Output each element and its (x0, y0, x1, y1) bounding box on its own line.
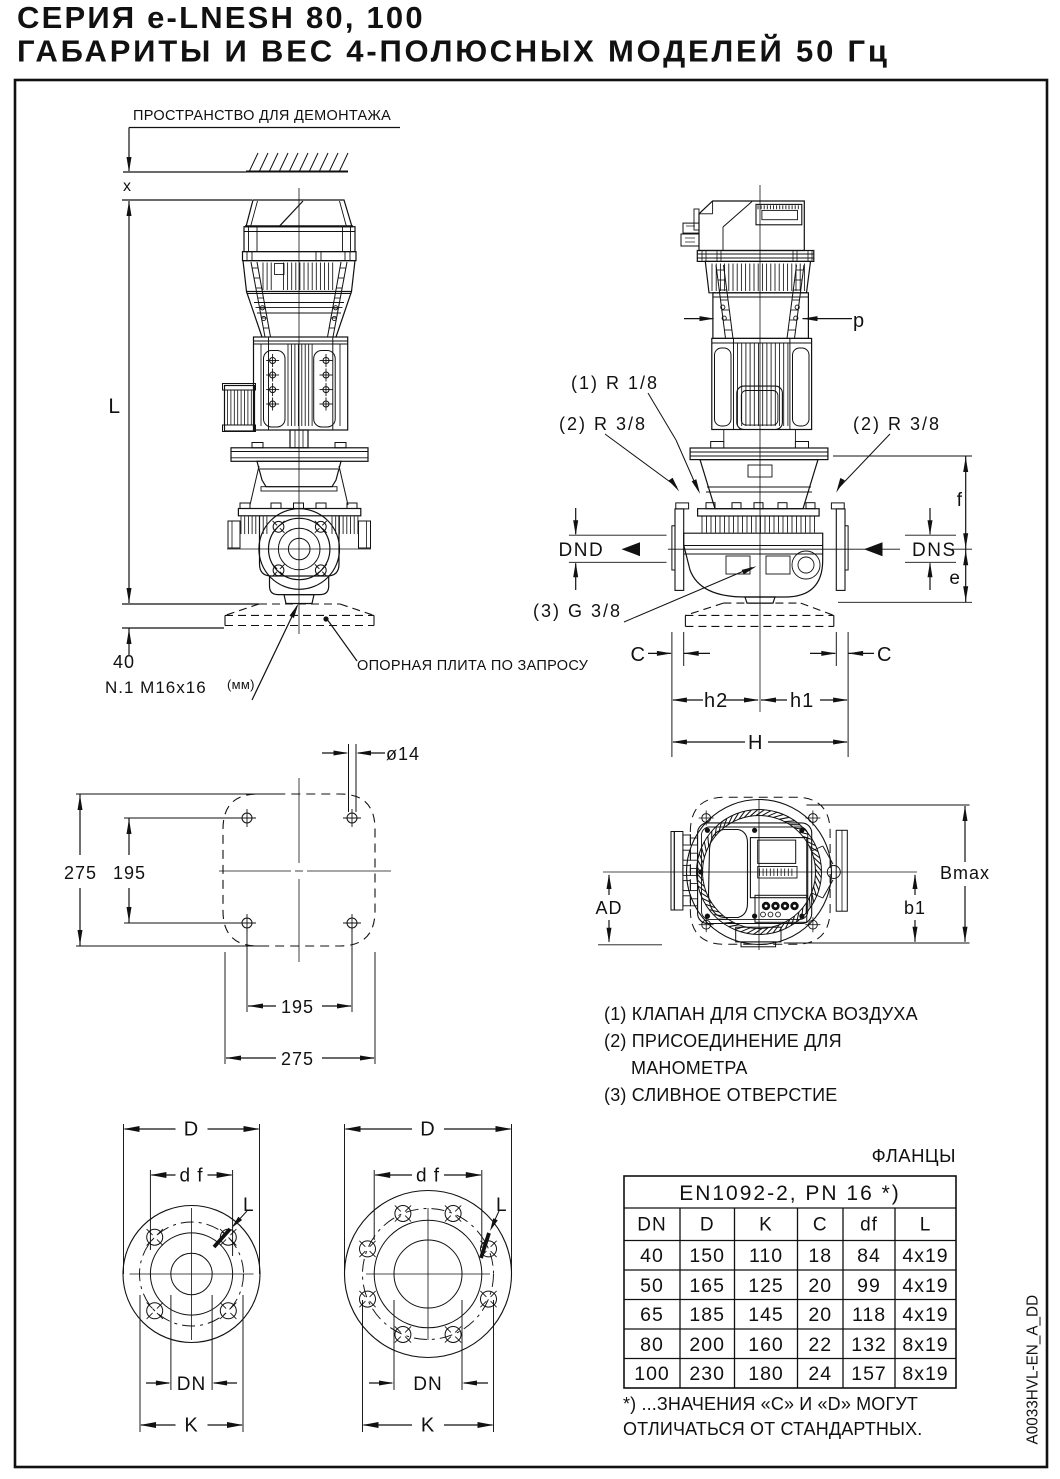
svg-text:185: 185 (689, 1304, 725, 1326)
svg-text:18: 18 (808, 1245, 832, 1267)
svg-text:C: C (877, 644, 891, 666)
svg-text:ОПОРНАЯ ПЛИТА ПО ЗАПРОСУ: ОПОРНАЯ ПЛИТА ПО ЗАПРОСУ (357, 658, 589, 674)
svg-text:20: 20 (808, 1304, 832, 1326)
svg-text:157: 157 (851, 1363, 887, 1385)
svg-text:DND: DND (559, 540, 605, 561)
svg-text:МАНОМЕТРА: МАНОМЕТРА (631, 1058, 748, 1078)
svg-text:d f: d f (179, 1166, 203, 1187)
svg-text:ГАБАРИТЫ И ВЕС 4-ПОЛЮСНЫХ МОДЕ: ГАБАРИТЫ И ВЕС 4-ПОЛЮСНЫХ МОДЕЛЕЙ 50 Гц (17, 33, 890, 69)
svg-text:22: 22 (808, 1334, 832, 1356)
svg-text:СЕРИЯ e-LNESH 80, 100: СЕРИЯ e-LNESH 80, 100 (17, 0, 425, 35)
svg-text:DNS: DNS (912, 540, 957, 561)
svg-text:C: C (813, 1215, 828, 1236)
svg-text:ø14: ø14 (386, 744, 420, 764)
svg-text:df: df (860, 1215, 878, 1236)
svg-text:(1) КЛАПАН ДЛЯ СПУСКА ВОЗДУХА: (1) КЛАПАН ДЛЯ СПУСКА ВОЗДУХА (604, 1004, 918, 1024)
svg-text:*) ...ЗНАЧЕНИЯ «C» И «D» МОГУТ: *) ...ЗНАЧЕНИЯ «C» И «D» МОГУТ (623, 1394, 918, 1414)
svg-text:DN: DN (413, 1374, 442, 1395)
svg-text:160: 160 (748, 1334, 784, 1356)
svg-text:24: 24 (808, 1363, 832, 1385)
svg-text:D: D (184, 1119, 199, 1141)
svg-text:99: 99 (857, 1275, 881, 1297)
svg-text:8x19: 8x19 (902, 1334, 948, 1356)
svg-text:65: 65 (640, 1304, 664, 1326)
svg-text:195: 195 (281, 997, 314, 1017)
svg-text:275: 275 (64, 863, 97, 883)
svg-text:8x19: 8x19 (902, 1363, 948, 1385)
svg-text:(3) СЛИВНОЕ ОТВЕРСТИЕ: (3) СЛИВНОЕ ОТВЕРСТИЕ (604, 1085, 838, 1105)
svg-text:165: 165 (689, 1275, 725, 1297)
svg-text:N.1 M16x16: N.1 M16x16 (105, 678, 207, 697)
svg-text:Bmax: Bmax (940, 863, 990, 883)
svg-text:e: e (949, 568, 960, 589)
svg-text:145: 145 (748, 1304, 784, 1326)
svg-text:180: 180 (748, 1363, 784, 1385)
svg-text:ПРОСТРАНСТВО ДЛЯ ДЕМОНТАЖА: ПРОСТРАНСТВО ДЛЯ ДЕМОНТАЖА (133, 108, 391, 124)
svg-text:132: 132 (851, 1334, 887, 1356)
svg-text:(2) R 3/8: (2) R 3/8 (559, 414, 647, 434)
svg-text:EN1092-2, PN 16 *): EN1092-2, PN 16 *) (679, 1182, 901, 1205)
svg-text:150: 150 (689, 1245, 725, 1267)
svg-text:40: 40 (113, 652, 135, 672)
svg-text:DN: DN (177, 1374, 206, 1395)
svg-text:K: K (184, 1415, 198, 1437)
svg-text:4x19: 4x19 (902, 1275, 948, 1297)
svg-text:(1) R 1/8: (1) R 1/8 (571, 373, 659, 393)
svg-text:(2) ПРИСОЕДИНЕНИЕ ДЛЯ: (2) ПРИСОЕДИНЕНИЕ ДЛЯ (604, 1031, 842, 1051)
svg-text:ФЛАНЦЫ: ФЛАНЦЫ (872, 1145, 956, 1166)
svg-text:K: K (421, 1415, 435, 1437)
svg-text:L: L (108, 395, 120, 418)
svg-text:4x19: 4x19 (902, 1304, 948, 1326)
svg-text:50: 50 (640, 1275, 664, 1297)
svg-text:195: 195 (113, 863, 146, 883)
svg-text:118: 118 (852, 1304, 886, 1326)
svg-text:DN: DN (637, 1215, 666, 1236)
svg-text:H: H (748, 732, 762, 754)
svg-text:80: 80 (640, 1334, 664, 1356)
svg-text:230: 230 (689, 1363, 725, 1385)
svg-text:L: L (243, 1195, 254, 1216)
svg-text:100: 100 (634, 1363, 670, 1385)
svg-text:p: p (853, 310, 864, 332)
svg-text:40: 40 (640, 1245, 664, 1267)
svg-text:D: D (700, 1215, 715, 1236)
svg-text:275: 275 (281, 1049, 314, 1069)
svg-text:84: 84 (857, 1245, 881, 1267)
svg-text:ОТЛИЧАТЬСЯ ОТ СТАНДАРТНЫХ.: ОТЛИЧАТЬСЯ ОТ СТАНДАРТНЫХ. (623, 1419, 922, 1439)
svg-text:L: L (496, 1195, 507, 1216)
svg-text:125: 125 (748, 1275, 784, 1297)
svg-text:200: 200 (689, 1334, 725, 1356)
svg-text:110: 110 (749, 1245, 783, 1267)
svg-text:(мм): (мм) (227, 677, 255, 692)
svg-text:20: 20 (808, 1275, 832, 1297)
svg-text:b1: b1 (904, 898, 926, 918)
svg-text:D: D (420, 1119, 435, 1141)
svg-text:(3) G 3/8: (3) G 3/8 (533, 601, 622, 621)
svg-text:AD: AD (595, 898, 622, 918)
svg-text:x: x (123, 178, 131, 195)
svg-text:K: K (759, 1215, 773, 1236)
svg-text:4x19: 4x19 (902, 1245, 948, 1267)
svg-text:d f: d f (416, 1166, 440, 1187)
svg-text:A0033HVL-EN_A_DD: A0033HVL-EN_A_DD (1025, 1295, 1042, 1445)
svg-text:h2: h2 (704, 690, 728, 712)
svg-text:L: L (920, 1215, 932, 1236)
svg-text:h1: h1 (790, 690, 814, 712)
svg-text:f: f (957, 490, 963, 511)
svg-text:C: C (631, 644, 645, 666)
svg-text:(2) R 3/8: (2) R 3/8 (853, 414, 941, 434)
